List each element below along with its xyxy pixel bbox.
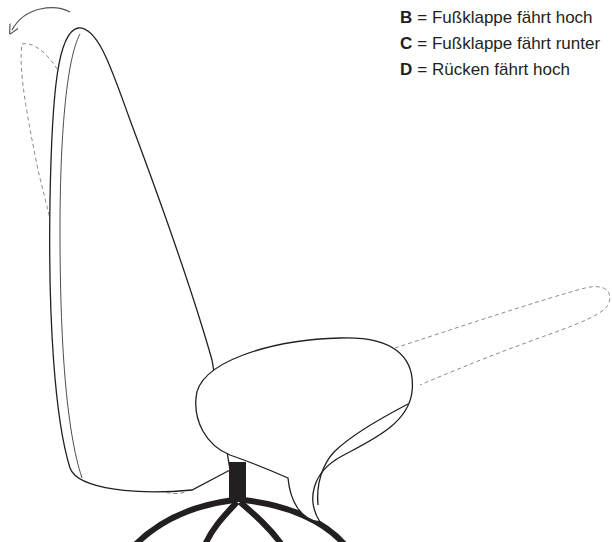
seat-slit: [318, 404, 408, 505]
key-description: = Rücken fährt hoch: [417, 60, 570, 79]
legend-line: B = Fußklappe fährt hoch: [400, 8, 593, 28]
seat-cushion: [196, 338, 413, 522]
key-description: = Fußklappe fährt runter: [417, 34, 600, 53]
legend-line: C = Fußklappe fährt runter: [400, 34, 600, 54]
key-letter: C: [400, 34, 412, 53]
backrest-side-line: [60, 34, 82, 478]
key-letter: D: [400, 60, 412, 79]
raised-footrest-outline: [395, 287, 610, 385]
motion-arrow: [12, 8, 70, 30]
key-description: = Fußklappe fährt hoch: [417, 8, 592, 27]
key-letter: B: [400, 8, 412, 27]
chair-stem: [229, 462, 246, 502]
legend-line: D = Rücken fährt hoch: [400, 60, 570, 80]
